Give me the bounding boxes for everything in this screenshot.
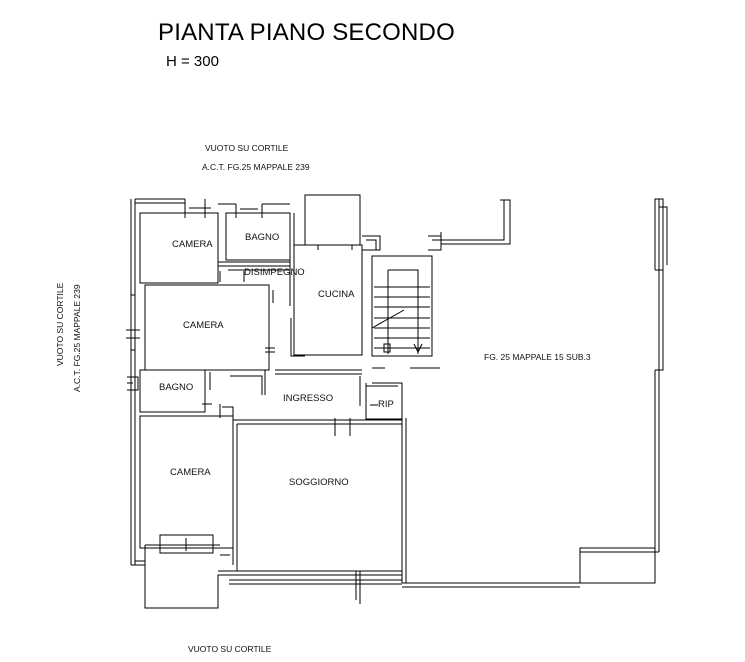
room-label-ingresso: INGRESSO xyxy=(283,393,333,404)
bottom-courtyard-label: VUOTO SU CORTILE xyxy=(188,644,272,654)
surrounding-labels: VUOTO SU CORTILE A.C.T. FG.25 MAPPALE 23… xyxy=(55,143,591,654)
soggiorno-walls xyxy=(233,419,402,604)
bagno-middle-walls xyxy=(127,369,266,418)
outer-walls xyxy=(130,198,580,609)
room-label-camera-top: CAMERA xyxy=(172,239,213,250)
room-label-disimpegno: DISIMPEGNO xyxy=(244,267,305,278)
room-label-rip: RIP xyxy=(378,399,394,410)
stairwell xyxy=(371,255,440,369)
room-label-bagno-middle: BAGNO xyxy=(159,382,193,393)
room-label-bagno-top: BAGNO xyxy=(245,232,279,243)
camera-bottom-walls xyxy=(139,415,234,565)
adjacent-parcel-outline xyxy=(406,198,668,584)
ceiling-height-note: H = 300 xyxy=(166,53,219,70)
room-label-soggiorno: SOGGIORNO xyxy=(289,477,349,488)
right-parcel-label: FG. 25 MAPPALE 15 SUB.3 xyxy=(484,352,591,362)
left-courtyard-label: VUOTO SU CORTILE xyxy=(55,282,65,366)
room-labels: CAMERA BAGNO DISIMPEGNO CUCINA CAMERA BA… xyxy=(159,232,394,488)
top-courtyard-label: VUOTO SU CORTILE xyxy=(205,143,289,153)
room-label-cucina: CUCINA xyxy=(318,289,355,300)
left-parcel-label: A.C.T. FG.25 MAPPALE 239 xyxy=(72,284,82,392)
plan-title: PIANTA PIANO SECONDO xyxy=(158,19,455,46)
room-label-camera-middle: CAMERA xyxy=(183,320,224,331)
room-label-camera-bottom: CAMERA xyxy=(170,467,211,478)
cucina-walls xyxy=(290,194,442,357)
top-parcel-label: A.C.T. FG.25 MAPPALE 239 xyxy=(202,162,310,172)
camera-middle-walls xyxy=(126,284,275,371)
ingresso-walls xyxy=(222,369,403,436)
